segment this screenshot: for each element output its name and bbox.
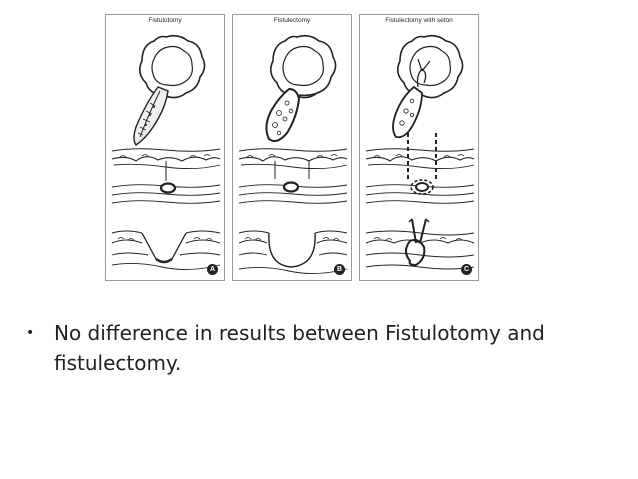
bullet-text: No difference in results between Fistulo…	[54, 321, 545, 375]
panel-fistulectomy: Fistulectomy B	[232, 14, 352, 281]
panel-fistulectomy-with-seton: Fistulectomy with seton C	[359, 14, 479, 281]
panel-letter-b: B	[334, 264, 345, 275]
panel-fistulotomy: Fistulotomy A	[105, 14, 225, 281]
panel-letter-a: A	[207, 264, 218, 275]
seton-illustration	[365, 34, 475, 270]
fistulotomy-illustration	[111, 34, 221, 270]
panel-title-fistulotomy: Fistulotomy	[148, 17, 182, 24]
fistulectomy-illustration	[238, 34, 348, 274]
fistula-surgery-figure: Fistulotomy A	[105, 14, 479, 281]
bullet-point: • No difference in results between Fistu…	[26, 318, 586, 378]
panel-title-fistulectomy: Fistulectomy	[273, 17, 311, 24]
bullet-mark: •	[26, 325, 35, 341]
panel-title-fistulectomy-with-seton: Fistulectomy with seton	[385, 17, 453, 24]
panel-letter-c: C	[461, 264, 472, 275]
